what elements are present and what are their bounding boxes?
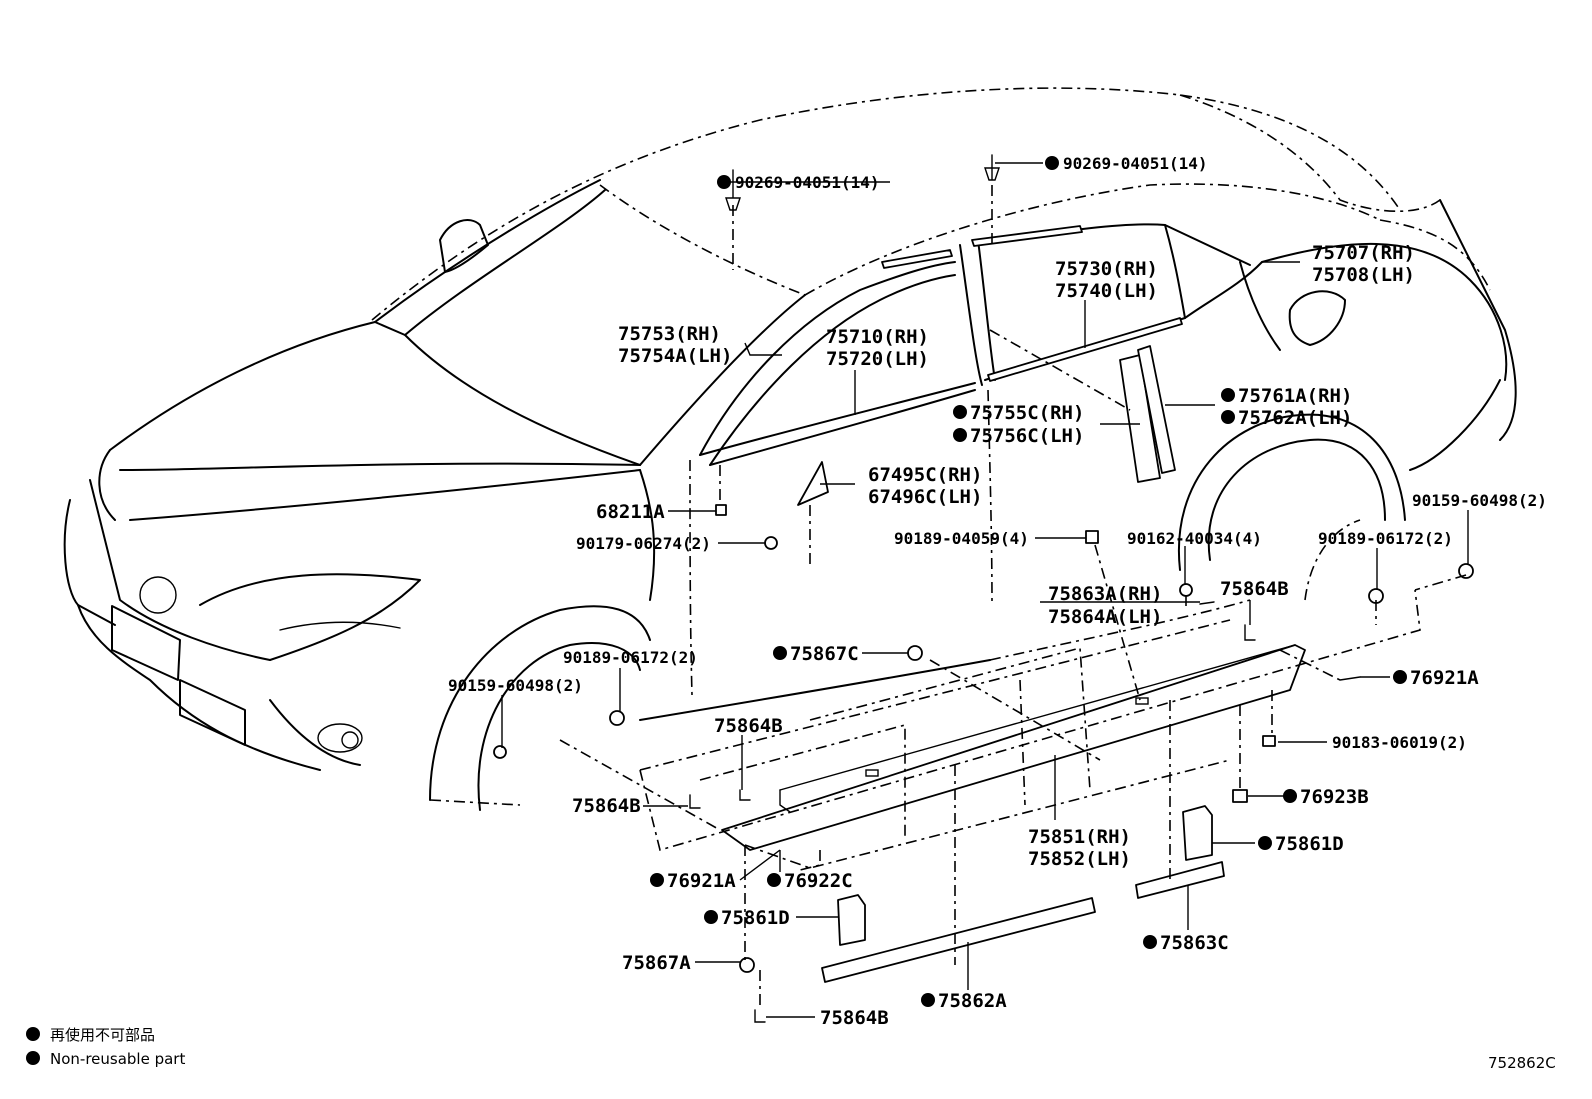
nonreusable-dot: [1221, 388, 1235, 402]
part-label: 75864A(LH): [1048, 606, 1162, 628]
part-label: 90162-40034(4): [1127, 529, 1262, 548]
nonreusable-dot: [1283, 789, 1297, 803]
part-label: 67496C(LH): [868, 486, 982, 508]
part-label: 75720(LH): [826, 348, 929, 370]
part-label: 75707(RH): [1312, 242, 1415, 264]
part-label: 75761A(RH): [1238, 385, 1352, 407]
part-label: 90179-06274(2): [576, 534, 711, 553]
assembly-lines: [559, 185, 1467, 1010]
nonreusable-dot: [1221, 410, 1235, 424]
legend-dot: [26, 1027, 40, 1041]
part-label: 75710(RH): [826, 326, 929, 348]
part-label: 75730(RH): [1055, 258, 1158, 280]
part-label: 75861D: [721, 907, 790, 929]
legend: 再使用不可部品 Non-reusable part: [26, 1026, 185, 1068]
nonreusable-dot: [717, 175, 731, 189]
part-labels: 90269-04051(14) 90269-04051(14) 75707(RH…: [448, 154, 1547, 1029]
part-label: 75864B: [572, 795, 641, 817]
part-label: 90269-04051(14): [735, 173, 880, 192]
part-label: 76921A: [1410, 667, 1479, 689]
part-label: 75864B: [1220, 578, 1289, 600]
nonreusable-dot: [1045, 156, 1059, 170]
leader-lines: [501, 162, 1469, 1018]
part-label: 75756C(LH): [970, 425, 1084, 447]
part-label: 75864B: [820, 1007, 889, 1029]
part-label: 90183-06019(2): [1332, 733, 1467, 752]
part-label: 75852(LH): [1028, 848, 1131, 870]
car-body: [63, 87, 1517, 811]
part-label: 90159-60498(2): [448, 676, 583, 695]
legend-dot: [26, 1051, 40, 1065]
part-label: 75867C: [790, 643, 859, 665]
nonreusable-dot: [1393, 670, 1407, 684]
legend-jp: 再使用不可部品: [50, 1026, 155, 1044]
part-label: 75863A(RH): [1048, 583, 1162, 605]
part-label: 90189-06172(2): [563, 648, 698, 667]
part-label: 67495C(RH): [868, 464, 982, 486]
part-label: 68211A: [596, 501, 665, 523]
part-label: 75867A: [622, 952, 691, 974]
part-label: 75862A: [938, 990, 1007, 1012]
part-label: 90189-06172(2): [1318, 529, 1453, 548]
part-label: 90189-04059(4): [894, 529, 1029, 548]
legend-en: Non-reusable part: [50, 1050, 185, 1068]
nonreusable-dot: [921, 993, 935, 1007]
diagram-code: 752862C: [1488, 1054, 1556, 1072]
nonreusable-dot: [953, 405, 967, 419]
part-label: 76923B: [1300, 786, 1369, 808]
nonreusable-dot: [704, 910, 718, 924]
part-label: 90269-04051(14): [1063, 154, 1208, 173]
part-label: 75755C(RH): [970, 402, 1084, 424]
part-label: 75864B: [714, 715, 783, 737]
nonreusable-dot: [773, 646, 787, 660]
nonreusable-dot: [767, 873, 781, 887]
nonreusable-dot: [1258, 836, 1272, 850]
part-label: 75708(LH): [1312, 264, 1415, 286]
nonreusable-dot: [1143, 935, 1157, 949]
part-label: 90159-60498(2): [1412, 491, 1547, 510]
part-label: 75753(RH): [618, 323, 721, 345]
nonreusable-dot: [650, 873, 664, 887]
part-label: 75861D: [1275, 833, 1344, 855]
part-label: 76922C: [784, 870, 853, 892]
part-label: 75740(LH): [1055, 280, 1158, 302]
part-label: 75762A(LH): [1238, 407, 1352, 429]
part-label: 76921A: [667, 870, 736, 892]
part-label: 75754A(LH): [618, 345, 732, 367]
part-label: 75851(RH): [1028, 826, 1131, 848]
nonreusable-dot: [953, 428, 967, 442]
part-label: 75863C: [1160, 932, 1229, 954]
